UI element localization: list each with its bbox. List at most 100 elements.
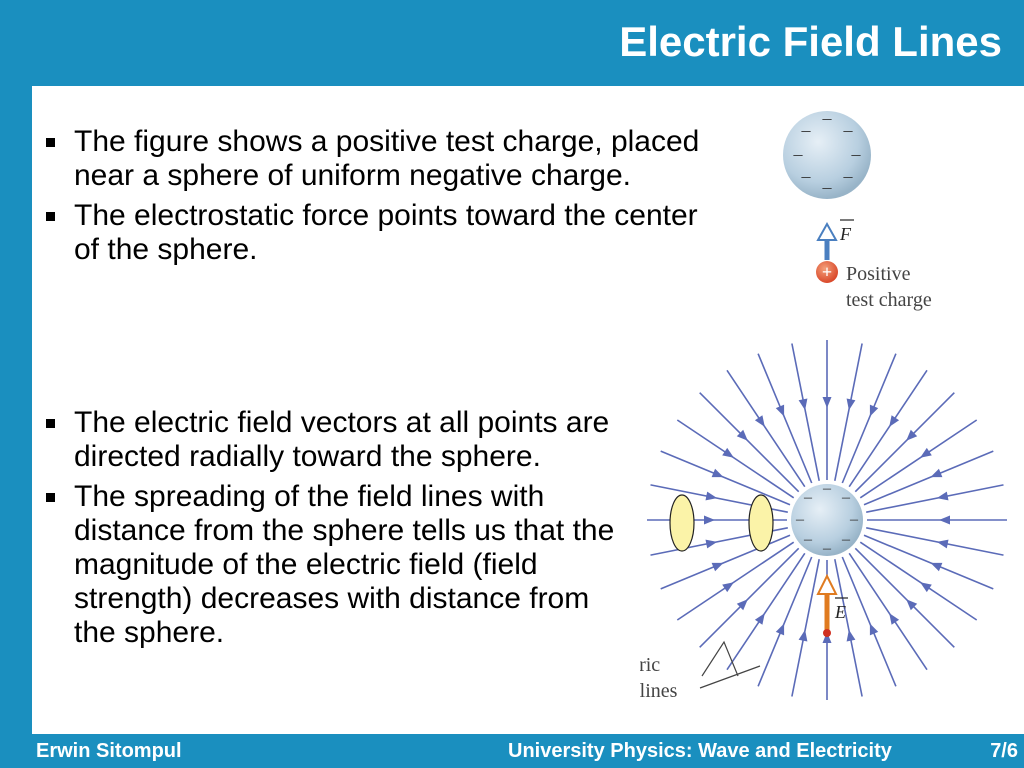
field-line-arrowhead bbox=[906, 429, 918, 441]
field-line bbox=[848, 552, 928, 671]
minus-sign: – bbox=[803, 531, 813, 548]
force-label: F bbox=[839, 224, 852, 244]
footer-author: Erwin Sitompul bbox=[36, 740, 182, 762]
field-line bbox=[757, 353, 813, 484]
field-line-arrowhead bbox=[906, 599, 918, 611]
minus-sign: – bbox=[851, 144, 862, 164]
field-lines-label: field lines bbox=[640, 680, 678, 702]
field-line-arrowhead bbox=[936, 491, 949, 501]
negative-sphere bbox=[791, 484, 863, 556]
field-line bbox=[757, 556, 813, 687]
minus-sign: – bbox=[822, 108, 833, 128]
field-line bbox=[859, 419, 978, 499]
field-line-arrowhead bbox=[736, 429, 748, 441]
field-line bbox=[863, 534, 994, 590]
bullet-list-top: The figure shows a positive test charge,… bbox=[44, 125, 714, 273]
highlight-ellipse-inner bbox=[748, 494, 774, 552]
field-line bbox=[726, 369, 806, 488]
field-line-arrowhead bbox=[936, 539, 949, 549]
field-line-arrowhead bbox=[754, 613, 765, 625]
field-line-arrowhead bbox=[754, 415, 765, 427]
field-line-arrowhead bbox=[722, 447, 734, 458]
highlight-ellipse-outer bbox=[669, 494, 695, 552]
minus-sign: – bbox=[801, 120, 812, 140]
field-line-arrowhead bbox=[775, 623, 785, 636]
minus-sign: – bbox=[843, 120, 854, 140]
bullet-list-bottom: The electric field vectors at all points… bbox=[44, 406, 624, 656]
footer-course: University Physics: Wave and Electricity bbox=[508, 740, 892, 762]
field-line bbox=[848, 369, 928, 488]
e-vector-point bbox=[823, 629, 831, 637]
bullet-item: The spreading of the field lines with di… bbox=[44, 480, 624, 650]
field-line bbox=[791, 343, 820, 481]
field-line-arrowhead bbox=[775, 404, 785, 417]
field-line bbox=[791, 559, 820, 697]
field-line bbox=[841, 556, 897, 687]
test-charge-label: test charge bbox=[846, 289, 932, 311]
e-vector-head bbox=[816, 573, 838, 595]
minus-sign: – bbox=[822, 177, 833, 197]
field-line-arrowhead bbox=[869, 404, 879, 417]
minus-sign: – bbox=[822, 480, 832, 497]
field-line-arrowhead bbox=[846, 398, 856, 411]
minus-sign: – bbox=[803, 489, 813, 506]
minus-sign: – bbox=[793, 144, 804, 164]
field-line-arrowhead bbox=[798, 629, 808, 642]
sphere-test-charge-figure: – – – – – – – – F + Positive test charge bbox=[783, 108, 932, 311]
field-line bbox=[726, 552, 806, 671]
bullet-item: The electric field vectors at all points… bbox=[44, 406, 624, 474]
field-line-arrowhead bbox=[920, 582, 932, 593]
field-line-arrowhead bbox=[704, 515, 715, 525]
plus-sign: + bbox=[822, 262, 832, 282]
field-line-arrowhead bbox=[722, 582, 734, 593]
field-line bbox=[841, 353, 897, 484]
content-panel bbox=[32, 86, 1024, 734]
field-line bbox=[699, 547, 800, 648]
field-line-arrowhead bbox=[889, 415, 900, 427]
minus-sign: – bbox=[801, 166, 812, 186]
field-line bbox=[859, 541, 978, 621]
electric-field-figure: – – – – – – – – E Electric field lines bbox=[640, 340, 1007, 702]
field-line bbox=[863, 450, 994, 506]
slide-title: Electric Field Lines bbox=[619, 18, 1002, 65]
positive-test-charge bbox=[816, 261, 838, 283]
field-line-arrowhead bbox=[705, 491, 718, 501]
field-line-arrowhead bbox=[711, 562, 724, 572]
field-line-arrowhead bbox=[822, 397, 832, 408]
field-line bbox=[854, 547, 955, 648]
field-line-arrowhead bbox=[705, 539, 718, 549]
minus-sign: – bbox=[849, 511, 859, 528]
force-arrow-head bbox=[816, 221, 838, 241]
test-charge-label: Positive bbox=[846, 263, 911, 285]
minus-sign: – bbox=[841, 531, 851, 548]
field-line bbox=[660, 450, 791, 506]
field-line-arrowhead bbox=[822, 632, 832, 643]
field-line bbox=[834, 559, 863, 697]
field-line-arrowhead bbox=[930, 468, 943, 478]
minus-sign: – bbox=[795, 511, 805, 528]
field-line bbox=[834, 343, 863, 481]
label-leader-line bbox=[701, 640, 739, 677]
field-line bbox=[866, 527, 1004, 556]
field-line bbox=[854, 392, 955, 493]
bullet-item: The figure shows a positive test charge,… bbox=[44, 125, 714, 193]
label-leader-line bbox=[699, 665, 761, 689]
field-line-arrowhead bbox=[889, 613, 900, 625]
field-line-arrowhead bbox=[920, 447, 932, 458]
field-line-arrowhead bbox=[939, 515, 950, 525]
e-vector-label: E bbox=[834, 602, 846, 622]
field-line-arrowhead bbox=[798, 398, 808, 411]
field-line bbox=[676, 541, 795, 621]
negative-sphere bbox=[783, 111, 871, 199]
minus-sign: – bbox=[843, 166, 854, 186]
footer-page: 7/6 bbox=[990, 740, 1018, 762]
field-line bbox=[866, 484, 1004, 513]
field-line bbox=[676, 419, 795, 499]
field-line bbox=[699, 392, 800, 493]
minus-sign: – bbox=[822, 540, 832, 557]
field-line-arrowhead bbox=[930, 562, 943, 572]
field-lines bbox=[647, 340, 1007, 700]
field-line-arrowhead bbox=[846, 629, 856, 642]
field-line-arrowhead bbox=[869, 623, 879, 636]
minus-sign: – bbox=[841, 489, 851, 506]
